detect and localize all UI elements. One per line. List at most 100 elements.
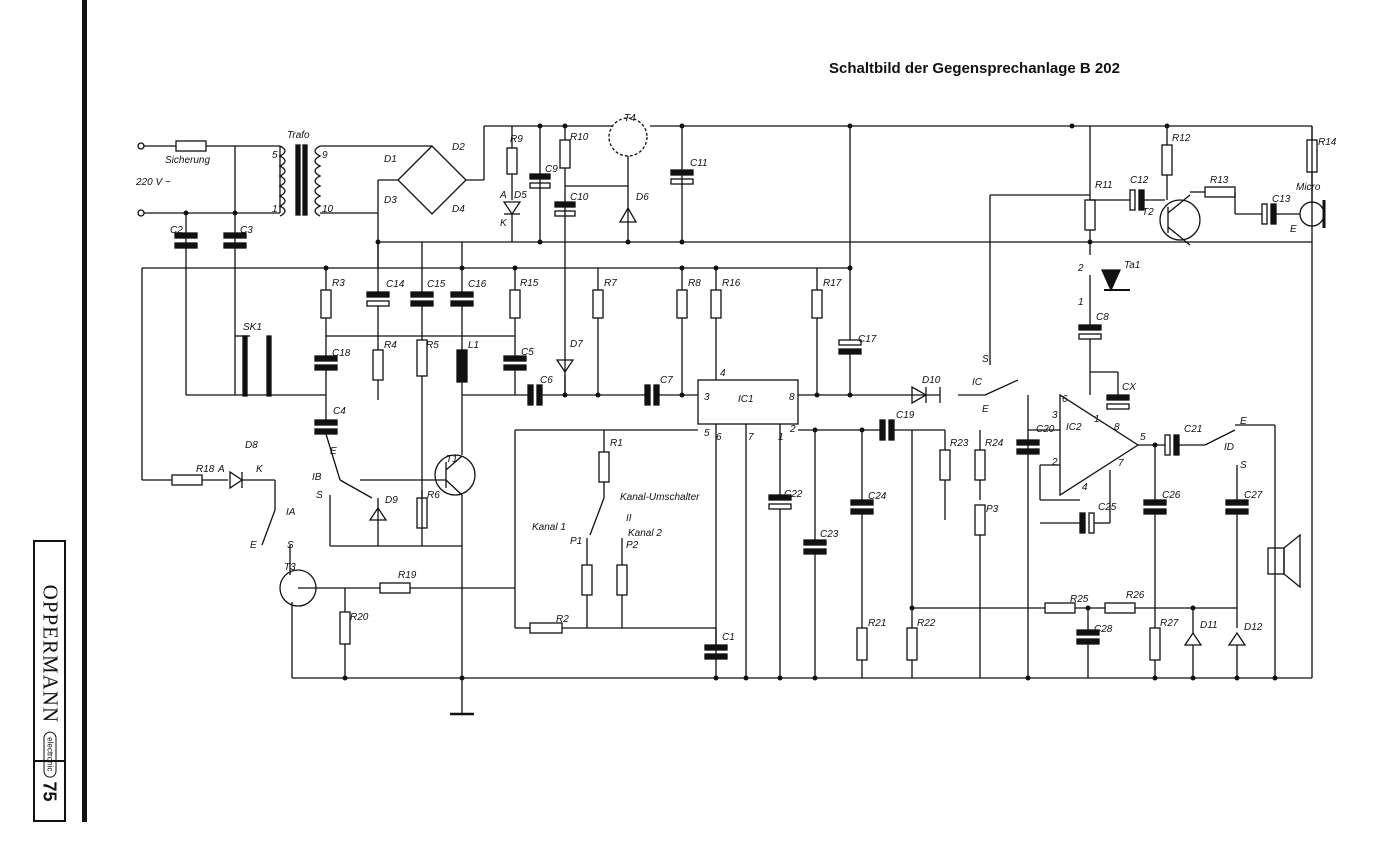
svg-text:4: 4	[1082, 482, 1088, 493]
svg-text:C6: C6	[540, 375, 553, 386]
svg-text:C16: C16	[468, 279, 487, 290]
svg-text:D1: D1	[384, 154, 397, 165]
resistor-r18	[171, 474, 203, 486]
ic1-block	[462, 359, 940, 678]
svg-text:T3: T3	[284, 562, 296, 573]
svg-text:D3: D3	[384, 195, 397, 206]
svg-text:R21: R21	[868, 618, 886, 629]
svg-text:R3: R3	[332, 278, 345, 289]
svg-text:C9: C9	[545, 164, 558, 175]
svg-text:IB: IB	[312, 472, 322, 483]
svg-text:R20: R20	[350, 612, 369, 623]
svg-text:E: E	[250, 540, 257, 551]
svg-text:6: 6	[716, 432, 722, 443]
component-labels: Sicherung 220 V ~ Trafo 5 9 1 10 D1 D2 D…	[135, 113, 1337, 643]
svg-text:R26: R26	[1126, 590, 1145, 601]
svg-text:R27: R27	[1160, 618, 1179, 629]
svg-text:A: A	[499, 190, 507, 201]
svg-text:S: S	[1240, 460, 1247, 471]
potentiometer-p3	[974, 504, 986, 536]
svg-text:E: E	[1290, 224, 1297, 235]
inductor-l1	[456, 349, 468, 383]
page-title: Schaltbild der Gegensprechanlage B 202	[829, 60, 1120, 77]
svg-text:D11: D11	[1200, 620, 1218, 631]
svg-text:1: 1	[272, 204, 278, 215]
publisher-sidebar: OPPERMANN electronic 75	[0, 0, 90, 868]
svg-text:IC2: IC2	[1066, 422, 1082, 433]
svg-text:5: 5	[272, 150, 278, 161]
resistor-r12	[1161, 144, 1173, 176]
capacitor-c10	[554, 201, 576, 208]
svg-text:R23: R23	[950, 438, 969, 449]
capacitor-c3	[223, 232, 247, 239]
publisher-brand: OPPERMANN electronic	[37, 585, 62, 778]
resistor-r19	[379, 582, 411, 594]
transistor-t2	[1159, 199, 1201, 241]
svg-text:R7: R7	[604, 278, 617, 289]
svg-text:C10: C10	[570, 192, 589, 203]
fuse-symbol	[175, 140, 207, 152]
svg-text:D9: D9	[385, 495, 398, 506]
svg-text:R10: R10	[570, 132, 589, 143]
svg-text:1: 1	[1078, 297, 1084, 308]
svg-text:C22: C22	[784, 489, 803, 500]
resistor-r11	[1084, 199, 1096, 231]
capacitor-c9	[529, 173, 551, 180]
led-d5	[502, 201, 522, 216]
transformer-core	[295, 144, 301, 216]
page-number-divider	[33, 760, 66, 762]
svg-text:1: 1	[1094, 414, 1100, 425]
svg-text:C28: C28	[1094, 624, 1113, 635]
svg-text:4: 4	[720, 368, 726, 379]
svg-text:R8: R8	[688, 278, 701, 289]
svg-text:E: E	[1240, 416, 1247, 427]
svg-text:Kanal 2: Kanal 2	[628, 528, 662, 539]
zener-d9	[368, 506, 388, 521]
resistor-r13	[1204, 186, 1236, 198]
svg-text:SK1: SK1	[243, 322, 262, 333]
svg-text:Kanal 1: Kanal 1	[532, 522, 566, 533]
resistor-r26	[1104, 602, 1136, 614]
svg-text:C11: C11	[690, 158, 708, 169]
channel-switch	[515, 430, 716, 634]
svg-text:C19: C19	[896, 410, 915, 421]
svg-text:K: K	[500, 218, 508, 229]
svg-text:Ta1: Ta1	[1124, 260, 1140, 271]
svg-text:C4: C4	[333, 406, 346, 417]
svg-text:D5: D5	[514, 190, 527, 201]
svg-text:2: 2	[1051, 457, 1058, 468]
svg-text:C26: C26	[1162, 490, 1181, 501]
transformer-primary	[278, 145, 286, 217]
svg-text:L1: L1	[468, 340, 479, 351]
transistor-t4	[608, 117, 648, 157]
regulator-section	[502, 117, 862, 395]
svg-text:ID: ID	[1224, 442, 1234, 453]
mains-input	[137, 140, 432, 395]
svg-text:E: E	[330, 446, 337, 457]
svg-text:R5: R5	[426, 340, 439, 351]
svg-text:C27: C27	[1244, 490, 1263, 501]
svg-text:R19: R19	[398, 570, 417, 581]
speaker-icon	[1267, 547, 1285, 575]
svg-text:C21: C21	[1184, 424, 1202, 435]
svg-text:5: 5	[1140, 432, 1146, 443]
svg-text:C7: C7	[660, 375, 673, 386]
svg-text:R25: R25	[1070, 594, 1089, 605]
svg-text:CX: CX	[1122, 382, 1136, 393]
potentiometer-p2	[616, 564, 628, 596]
transformer-secondary	[314, 145, 322, 217]
svg-text:C24: C24	[868, 491, 887, 502]
svg-text:7: 7	[748, 432, 754, 443]
svg-text:R6: R6	[427, 490, 440, 501]
brand-name: OPPERMANN	[38, 584, 62, 724]
transistor-t1	[434, 454, 476, 496]
publisher-brand-box: OPPERMANN electronic	[33, 540, 66, 822]
svg-text:3: 3	[1052, 410, 1058, 421]
svg-text:S: S	[982, 354, 989, 365]
svg-text:C14: C14	[386, 279, 405, 290]
svg-text:K: K	[256, 464, 264, 475]
svg-text:1: 1	[778, 432, 784, 443]
svg-text:IC: IC	[972, 377, 983, 388]
svg-text:R9: R9	[510, 134, 523, 145]
svg-text:IA: IA	[286, 507, 296, 518]
